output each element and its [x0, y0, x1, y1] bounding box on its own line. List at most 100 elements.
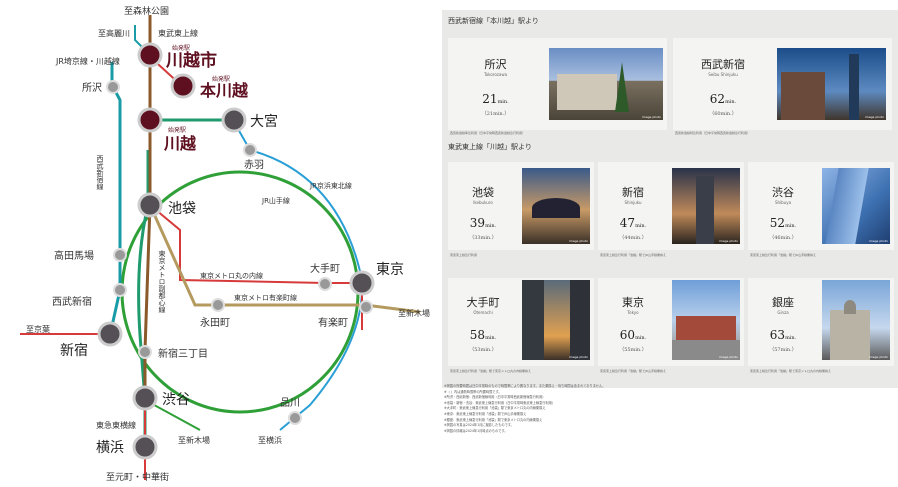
- footnotes: ※掲載の所要時間は日中平常時のもので時間帯により異なります。また乗換え・待ち時間…: [444, 384, 894, 434]
- station-takadanobaba[interactable]: [113, 248, 127, 262]
- station-otemachi[interactable]: [318, 277, 332, 291]
- card-name: 所沢: [484, 58, 507, 71]
- label-kawagoe: 川越: [163, 134, 197, 153]
- label-fukutoshin: 東京メトロ副都心線: [158, 249, 166, 313]
- card-roman: Otemachi: [473, 310, 493, 315]
- label-nagatacho: 永田町: [200, 316, 230, 329]
- note-tokorozawa: 西武新宿線準急利用（日中平常時西武新宿線急行利用）: [450, 131, 526, 135]
- station-shinjuku[interactable]: [97, 321, 123, 347]
- label-shinrinkoen: 至森林公園: [124, 5, 169, 17]
- card-mins: 60min.: [619, 328, 647, 342]
- card-roman: Tokorozawa: [483, 72, 508, 77]
- photo-tokorozawa: image photo: [549, 48, 663, 120]
- label-seibushinjuku: 西武新宿: [52, 295, 92, 308]
- footnote: ※所沢・西武新宿：西武新宿線利用（日中平常時西武新宿線急行利用）: [444, 395, 546, 400]
- card-roman: Shibuya: [774, 200, 792, 205]
- footnote: ※大手町：東武東上線急行利用「池袋」駅で東京メトロ丸の内線乗換え: [444, 406, 546, 411]
- card-mins: 52min.: [769, 216, 797, 230]
- station-kawagoe[interactable]: [137, 107, 163, 133]
- label-seibu-shinjuku-line: 西武新宿線: [96, 155, 104, 190]
- photo-ikebukuro: image photo: [522, 168, 590, 244]
- label-omiya: 大宮: [250, 114, 278, 130]
- card-seibushinjuku: 西武新宿 Seibu Shinjuku 62min. （60min.） imag…: [673, 38, 892, 130]
- yurakucho-line: [148, 204, 421, 314]
- card-name: 新宿: [622, 186, 644, 199]
- card-roman: Ikebukuro: [473, 200, 493, 205]
- card-paren: （55min.）: [619, 347, 647, 353]
- label-kokubunji: 至高麗川: [98, 28, 130, 38]
- label-jr-yamanote: JR山手線: [261, 196, 290, 205]
- footnote: ※銀座：東武東上線急行利用「池袋」駅で東京メトロ丸の内線乗換え: [444, 417, 543, 422]
- station-shibuya[interactable]: [132, 385, 158, 411]
- card-otemachi: 大手町 Otemachi 58min. （53min.） image photo: [448, 278, 594, 366]
- card-mins: 47min.: [619, 216, 647, 230]
- card-name: 銀座: [772, 296, 794, 309]
- card-mins: 21min.: [482, 92, 509, 106]
- station-kawagoeshi[interactable]: [137, 42, 163, 68]
- label-shibuya: 渋谷: [162, 392, 190, 408]
- card-roman: Ginza: [777, 310, 789, 315]
- label-jr-keihin: JR京浜東北線: [309, 181, 352, 190]
- note-otemachi: 東武東上線急行利用「池袋」駅で東京メトロ丸の内線乗換え: [450, 369, 532, 373]
- label-yurakucho-line: 東京メトロ有楽町線: [234, 293, 297, 302]
- footnote: ※池袋・新宿・渋谷：東武東上線急行利用（日中平常時東武東上線急行利用）: [444, 400, 556, 405]
- label-kawagoeshi: 川越市: [165, 50, 217, 71]
- label-shinkiba-2: 至新木場: [178, 435, 210, 445]
- photo-shibuya: image photo: [822, 168, 890, 244]
- station-tokyo[interactable]: [349, 270, 375, 296]
- card-name: 渋谷: [772, 186, 794, 199]
- station-tokorozawa[interactable]: [106, 80, 120, 94]
- label-shinkiba-1: 至新木場: [398, 308, 430, 318]
- station-honkawagoe[interactable]: [170, 73, 196, 99]
- route-map: 至森林公園 東武東上線 至高麗川 JR埼京線・川越線 所沢 始発駅 川越市 始発…: [20, 5, 430, 483]
- note-shinjuku: 東武東上線急行利用「池袋」駅でJR山手線乗換え: [600, 253, 666, 257]
- label-shinjuku: 新宿: [60, 342, 88, 359]
- note-ginza: 東武東上線急行利用「池袋」駅で東京メトロ丸の内線乗換え: [750, 369, 832, 373]
- note-tokyo: 東武東上線急行利用「池袋」駅でJR山手線乗換え: [600, 369, 666, 373]
- station-ikebukuro[interactable]: [137, 192, 163, 218]
- card-paren: （46min.）: [769, 235, 797, 241]
- station-seibushinjuku[interactable]: [113, 283, 127, 297]
- note-ikebukuro: 東武東上線急行利用: [450, 253, 478, 257]
- card-paren: （60min.）: [709, 111, 737, 117]
- card-paren: （44min.）: [619, 235, 647, 241]
- badge-kawagoe: 始発駅: [168, 126, 186, 134]
- label-jr-saikyo: JR埼京線・川越線: [55, 56, 120, 66]
- station-akabane[interactable]: [243, 143, 257, 157]
- station-yokohama[interactable]: [132, 434, 158, 460]
- label-shinagawa: 品川: [280, 397, 300, 409]
- label-yokohama-to: 至横浜: [258, 435, 282, 445]
- card-tokorozawa: 所沢 Tokorozawa 21min. （21min.） image phot…: [448, 38, 667, 130]
- card-paren: （33min.）: [469, 235, 497, 241]
- station-shinjuku3[interactable]: [138, 345, 152, 359]
- label-yurakucho: 有楽町: [318, 316, 348, 329]
- photo-tokyo: image photo: [672, 280, 740, 360]
- station-nagatacho[interactable]: [211, 298, 225, 312]
- photo-seibushinjuku: image photo: [777, 48, 886, 120]
- card-paren: （21min.）: [481, 111, 510, 117]
- seibu-shinjuku-line: [108, 62, 122, 336]
- badge-kawagoeshi: 始発駅: [172, 44, 190, 52]
- station-yurakucho[interactable]: [359, 300, 373, 314]
- label-motomachi: 至元町・中華街: [106, 471, 169, 483]
- photo-shinjuku: image photo: [672, 168, 740, 244]
- section1-title: 西武新宿線「本川越」駅より: [448, 17, 539, 25]
- section2-title: 東武東上線「川越」駅より: [448, 143, 532, 151]
- station-omiya[interactable]: [221, 107, 247, 133]
- card-tokyo: 東京 Tokyo 60min. （55min.） image photo: [598, 278, 744, 366]
- label-tobu-tojo: 東武東上線: [158, 28, 198, 38]
- card-name: 大手町: [466, 296, 500, 309]
- label-honkawagoe: 本川越: [200, 81, 249, 100]
- note-shibuya: 東武東上線急行利用「池袋」駅でJR山手線乗換え: [750, 253, 816, 257]
- label-marunouchi: 東京メトロ丸の内線: [200, 271, 263, 280]
- badge-honkawagoe: 始発駅: [212, 75, 230, 83]
- label-takadanobaba: 高田馬場: [54, 249, 94, 262]
- label-akabane: 赤羽: [244, 159, 264, 171]
- station-shinagawa[interactable]: [288, 411, 302, 425]
- card-roman: Seibu Shinjuku: [708, 72, 738, 77]
- label-ikebukuro: 池袋: [168, 201, 196, 217]
- card-name: 西武新宿: [701, 58, 745, 71]
- label-shinjuku3: 新宿三丁目: [158, 347, 208, 360]
- card-paren: （53min.）: [469, 347, 497, 353]
- label-toyoko: 東急東横線: [96, 420, 136, 430]
